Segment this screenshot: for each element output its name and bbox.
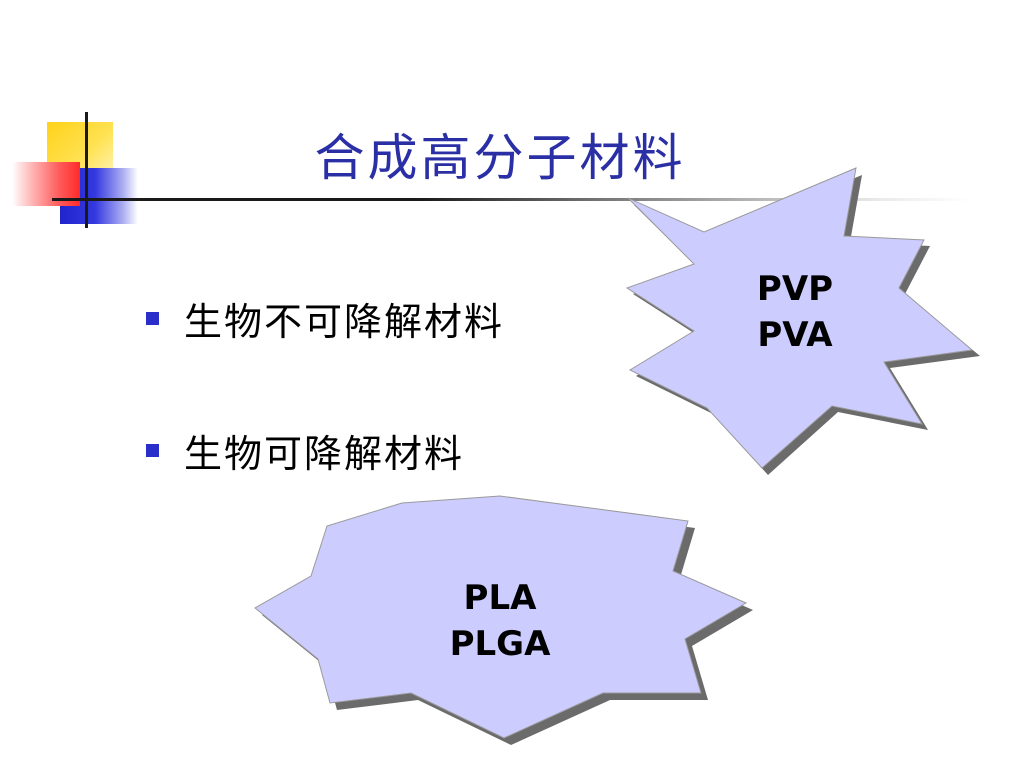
bullet-text: 生物可降解材料 [184, 431, 465, 476]
burst-2-shape [254, 495, 748, 739]
burst-2-line-2: PLGA [449, 624, 551, 664]
slide-title: 合成高分子材料 [314, 129, 686, 187]
square-bullet-icon [146, 443, 159, 457]
title-underline [52, 198, 972, 201]
bullet-text: 生物不可降解材料 [184, 299, 505, 344]
burst-1-shape [625, 167, 974, 469]
bullet-item: 生物可降解材料 [146, 420, 504, 480]
burst-1-line-2: PVA [757, 315, 833, 355]
burst-1-line-1: PVP [756, 269, 834, 309]
burst-1-label: PVP PVA [720, 266, 870, 358]
bullet-list: 生物不可降解材料 生物可降解材料 [146, 288, 504, 552]
burst-2-line-1: PLA [463, 578, 537, 618]
burst-2-label: PLA PLGA [420, 575, 580, 667]
accent-vertical-line [85, 112, 88, 228]
bullet-item: 生物不可降解材料 [146, 288, 504, 348]
square-bullet-icon [146, 311, 159, 325]
